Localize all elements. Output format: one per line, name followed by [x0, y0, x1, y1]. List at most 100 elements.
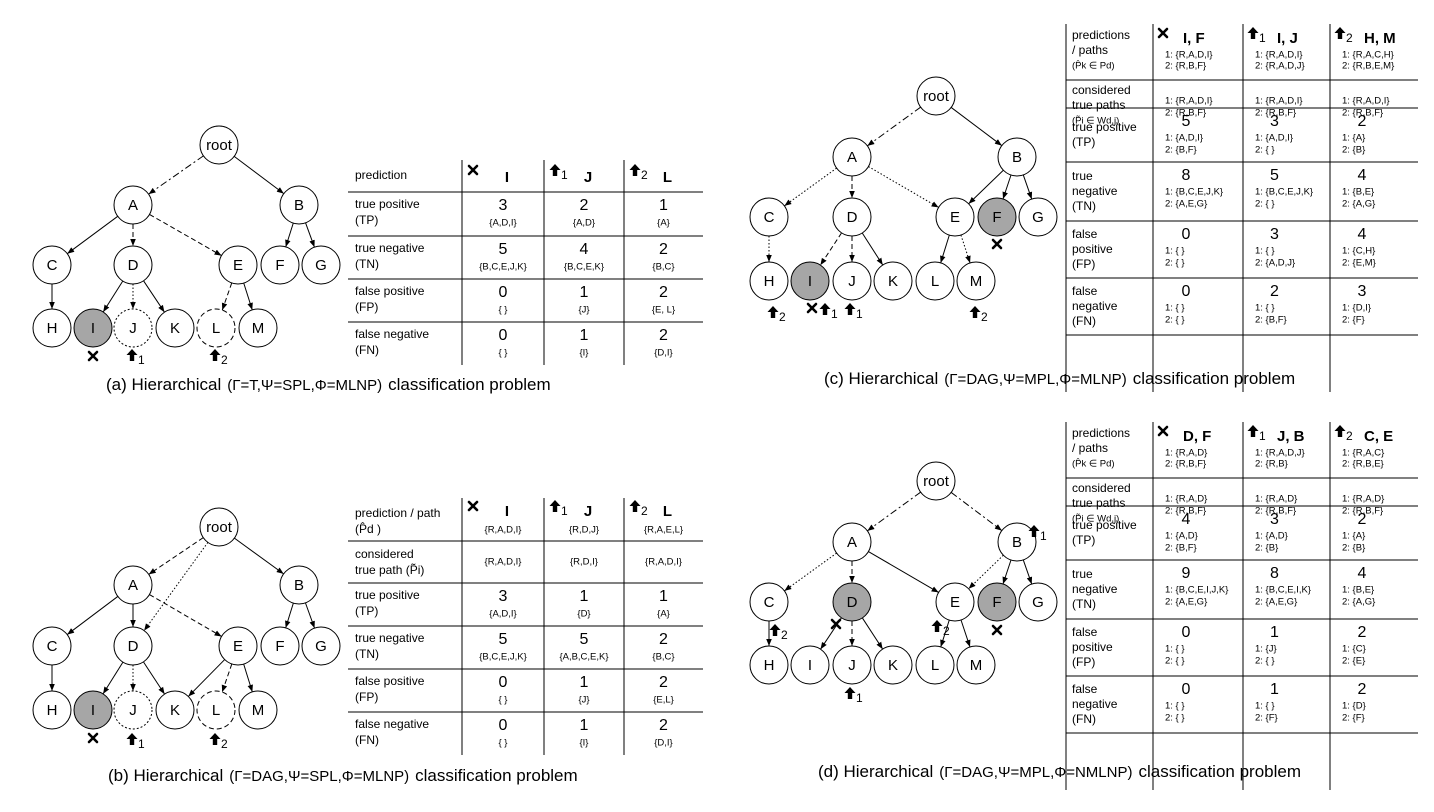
panel_a-node-K	[155, 308, 195, 348]
panel_c-edge-B-E	[968, 169, 1004, 205]
panel_a-node-G	[301, 245, 341, 285]
panel_a-up-arrow-icon-col1: 1	[549, 164, 568, 182]
panel_b-edge-A-E	[149, 594, 222, 637]
panel_b-cell-n-1-1: 5	[580, 631, 589, 648]
panel_d-header-label3: (P̂k ∈ Pd)	[1072, 458, 1115, 470]
panel_c-cell-s1-2-2: 1: {C,H}	[1342, 246, 1375, 257]
panel_b-node-label-F: F	[275, 638, 284, 655]
panel_a-node-label-I: I	[91, 320, 95, 337]
panel_d-node-I	[790, 645, 830, 685]
panel_c-up-arrow-sub-M: 2	[981, 310, 988, 324]
panel_c-edge-E-M	[960, 234, 971, 264]
panel_c-considered-c2-2: 2: {R,B,F}	[1342, 108, 1383, 119]
panel_a-row-label1-1: true negative	[355, 241, 425, 255]
panel_b-up-arrow-sub-L: 2	[221, 737, 228, 751]
panel_c-cell-s2-1-1: 2: { }	[1255, 199, 1275, 210]
panel_b-row-label1-3: false negative	[355, 717, 429, 731]
panel_b-node-label-L: L	[212, 702, 220, 719]
panel_d-cell-s1-3-1: 1: { }	[1255, 701, 1275, 712]
panel_a-caption-text: (a) Hierarchical(Γ=T,Ψ=SPL,Φ=MLNP)classi…	[106, 375, 551, 394]
panel_c-row-label-1-0: true	[1072, 169, 1093, 183]
panel_d-col-name-2: C, E	[1364, 428, 1393, 445]
panel_d-cell-n-1-2: 4	[1358, 565, 1367, 582]
panel_a-cell-s-0-1: {A,D}	[573, 218, 595, 229]
panel_b-node-L	[196, 690, 236, 730]
panel_d-edge-A-E	[868, 551, 939, 593]
panel_c-node-label-A: A	[847, 149, 857, 166]
panel_d-col-p2-0: 2: {R,B,F}	[1165, 459, 1206, 470]
panel_d-considered-c2-2: 2: {R,B,F}	[1342, 506, 1383, 517]
panel_d-row-label-2-1: positive	[1072, 640, 1113, 654]
panel_a-cell-n-1-0: 5	[499, 241, 508, 258]
panel_b-row-label2-1: (TN)	[355, 647, 379, 661]
panel_c-cross-icon-I	[806, 302, 818, 314]
panel_d-col-p2-1: 2: {R,B}	[1255, 459, 1288, 470]
panel_c-node-F	[977, 197, 1017, 237]
panel_c-table: predictions/ paths(P̂k ∈ Pd)I, F1: {R,A,…	[1065, 24, 1418, 392]
panel_c-node-D	[832, 197, 872, 237]
panel_c-edge-A-C	[784, 167, 837, 207]
panel_c-col-name-2: H, M	[1364, 30, 1396, 47]
panel_c-cell-n-3-0: 0	[1182, 283, 1191, 300]
panel_a-cell-n-2-1: 1	[580, 284, 589, 301]
panel_d-node-root	[916, 461, 956, 501]
panel_a-caption-suffix: classification problem	[388, 375, 551, 394]
panel_b-col-name-2: L	[663, 503, 672, 520]
panel_a-caption-formula: (Γ=T,Ψ=SPL,Φ=MLNP)	[227, 377, 382, 394]
panel_c-edge-E-L	[940, 234, 950, 264]
panel_d-cell-s2-3-1: 2: {F}	[1255, 713, 1278, 724]
panel_c-up-arrow-icon-I: 1	[819, 303, 838, 321]
panel_c-col-p2-1: 2: {R,A,D,J}	[1255, 61, 1305, 72]
panel_b-edge-A-C	[66, 596, 119, 635]
panel_c-node-label-D: D	[847, 209, 858, 226]
panel_b-considered-label1: considered	[355, 547, 414, 561]
panel_d-col-p1-0: 1: {R,A,D}	[1165, 448, 1207, 459]
panel_c-caption-formula: (Γ=DAG,Ψ=MPL,Φ=MLNP)	[944, 371, 1126, 388]
panel_a-cell-n-3-1: 1	[580, 327, 589, 344]
panel_d-cell-s1-3-0: 1: { }	[1165, 701, 1185, 712]
panel_c-cell-n-2-0: 0	[1182, 226, 1191, 243]
panel_b-cell-n-3-2: 2	[659, 717, 668, 734]
panel_b-cell-n-0-2: 1	[659, 588, 668, 605]
panel_c-tree-edges	[766, 106, 1033, 266]
panel_d-caption-suffix: classification problem	[1138, 762, 1301, 781]
panel_c-edge-D-K	[861, 232, 884, 266]
panel_c-edge-root-A	[867, 106, 921, 147]
panel_b-cell-n-3-1: 1	[580, 717, 589, 734]
panel_d-header-label2: / paths	[1072, 441, 1108, 455]
panel_a-node-label-E: E	[233, 257, 243, 274]
panel_d-up-arrow-sub-E: 2	[943, 624, 950, 638]
panel_d-cell-n-0-2: 2	[1358, 511, 1367, 528]
panel_b-node-label-E: E	[233, 638, 243, 655]
panel_d-cell-s1-0-1: 1: {A,D}	[1255, 531, 1288, 542]
panel_c-cell-s2-0-1: 2: { }	[1255, 145, 1275, 156]
panel_a-edge-B-G	[305, 222, 315, 248]
panel_b-cross-icon-col0	[467, 500, 479, 512]
panel_a-cell-s-3-2: {D,I}	[654, 348, 673, 359]
panel_b-cell-n-1-0: 5	[499, 631, 508, 648]
panel_a-row-label2-3: (FN)	[355, 343, 379, 357]
panel_c-node-H	[749, 261, 789, 301]
panel_a-up-arrow-icon-col2: 2	[629, 164, 648, 182]
panel_d-cell-n-0-1: 3	[1270, 511, 1279, 528]
panel_c-cell-s2-0-0: 2: {B,F}	[1165, 145, 1197, 156]
panel_c-node-label-L: L	[931, 273, 939, 290]
panel_d-node-label-L: L	[931, 657, 939, 674]
panel_c-node-root	[916, 76, 956, 116]
panel_d-caption: (d) Hierarchical(Γ=DAG,Ψ=MPL,Φ=NMLNP)cla…	[818, 762, 1301, 781]
panel_d-node-label-root: root	[923, 473, 950, 490]
panel_c-cell-n-3-2: 3	[1358, 283, 1367, 300]
panel_c-row-label-1-2: (TN)	[1072, 199, 1096, 213]
panel_d-cell-n-1-0: 9	[1182, 565, 1191, 582]
panel_d-edge-B-F	[1002, 559, 1012, 585]
panel_d-row-label-0-0: true positive	[1072, 518, 1137, 532]
panel_b-cell-n-2-1: 1	[580, 674, 589, 691]
panel_d-node-label-C: C	[764, 594, 775, 611]
panel_b-edge-D-I	[102, 661, 124, 695]
panel_c-node-label-B: B	[1012, 149, 1022, 166]
panel_d-node-label-G: G	[1032, 594, 1044, 611]
panel_a-cell-n-3-0: 0	[499, 327, 508, 344]
panel_c-considered-c1-2: 1: {R,A,D,I}	[1342, 96, 1390, 107]
